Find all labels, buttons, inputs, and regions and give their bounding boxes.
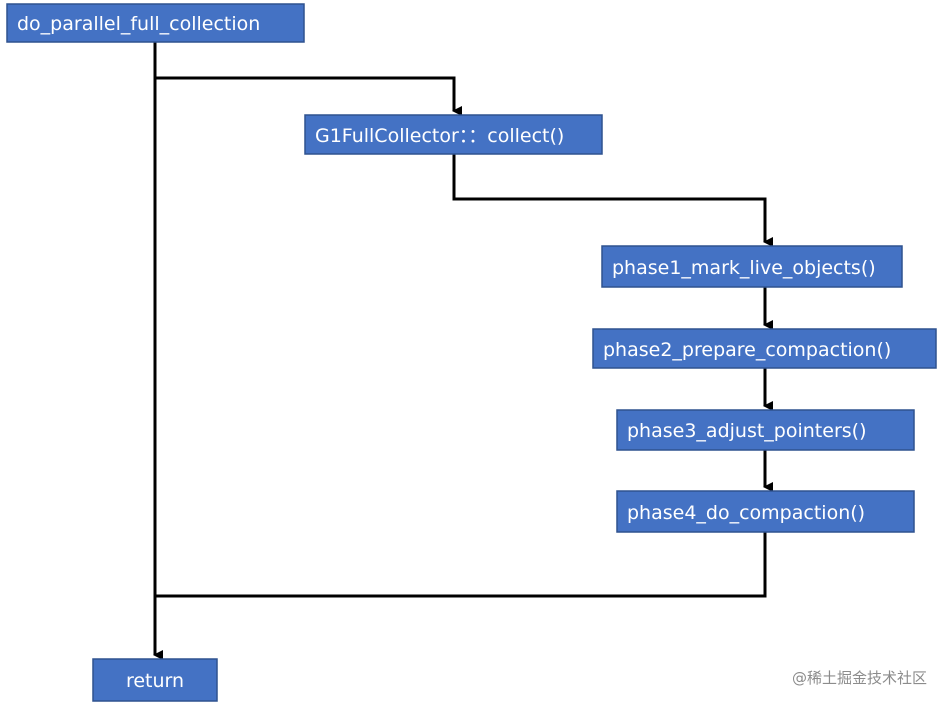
edge-phase4-back-to-main — [155, 532, 767, 598]
node-phase1-box — [601, 245, 903, 288]
node-exit-label: return — [126, 670, 184, 692]
node-phase4-box — [616, 490, 915, 533]
node-entry-box — [6, 3, 305, 43]
node-phase3-label: phase3_adjust_pointers() — [627, 420, 866, 442]
node-phase4: phase4_do_compaction() — [616, 490, 915, 533]
node-entry: do_parallel_full_collection — [6, 3, 305, 43]
edge-collect-to-phase1 — [452, 154, 773, 247]
node-entry-label: do_parallel_full_collection — [17, 13, 260, 35]
node-exit-box — [92, 658, 218, 702]
node-phase1-label: phase1_mark_live_objects() — [612, 257, 876, 279]
node-phase3: phase3_adjust_pointers() — [616, 409, 915, 451]
node-phase2-box — [592, 328, 937, 369]
edge-entry-to-collect — [155, 76, 462, 116]
watermark: @稀土掘金技术社区 — [791, 669, 927, 687]
node-collect: G1FullCollector：：collect() — [304, 114, 603, 155]
node-phase2-label: phase2_prepare_compaction() — [603, 339, 891, 361]
node-phase1: phase1_mark_live_objects() — [601, 245, 903, 288]
node-phase3-box — [616, 409, 915, 451]
node-phase2: phase2_prepare_compaction() — [592, 328, 937, 369]
node-collect-label: G1FullCollector：：collect() — [315, 125, 564, 147]
node-phase4-label: phase4_do_compaction() — [627, 502, 865, 524]
node-exit: return — [92, 658, 218, 702]
node-collect-box — [304, 114, 603, 155]
